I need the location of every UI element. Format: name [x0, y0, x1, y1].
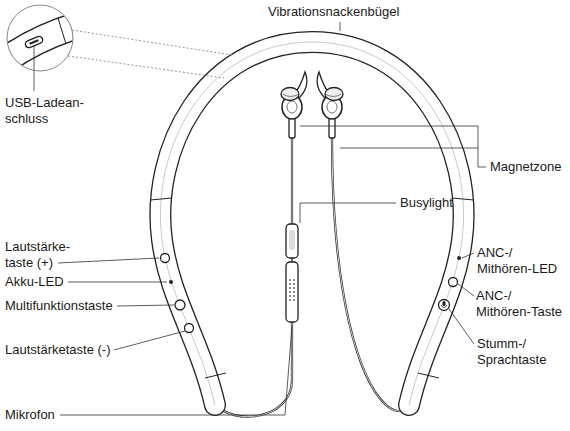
part-label: Busylight	[400, 195, 453, 211]
part-label: Vibrationsnackenbügel	[268, 4, 399, 20]
busylight	[286, 224, 298, 258]
inset-guide	[68, 56, 224, 78]
battery-led	[169, 280, 173, 284]
volume-down-button	[185, 324, 194, 333]
part-label: Lautstärketaste (-)	[5, 342, 111, 358]
anc-button	[449, 278, 458, 287]
part-label: ANC-/ Mithören-LED	[477, 245, 565, 277]
part-label: ANC-/ Mithören-Taste	[476, 288, 566, 320]
neckband	[160, 42, 463, 405]
anc-led	[457, 256, 461, 260]
part-label: Lautstärke- taste (+)	[5, 239, 85, 271]
part-label: USB-Ladean- schluss	[5, 95, 93, 127]
inset-guide	[72, 30, 232, 55]
part-label: Stumm-/ Sprachtaste	[477, 336, 559, 368]
part-label: Multifunktionstaste	[5, 298, 113, 314]
multifunction-button	[175, 300, 185, 310]
mute-button	[439, 300, 450, 311]
usb-inset	[0, 5, 90, 71]
earbud	[317, 72, 343, 138]
cable	[332, 136, 408, 411]
part-label: Mikrofon	[5, 407, 55, 423]
earbud	[281, 72, 307, 138]
microphone	[286, 262, 298, 322]
part-label: Magnetzone	[490, 159, 562, 175]
cable	[216, 136, 292, 417]
part-label: Akku-LED	[5, 274, 64, 290]
volume-up-button	[161, 254, 170, 263]
